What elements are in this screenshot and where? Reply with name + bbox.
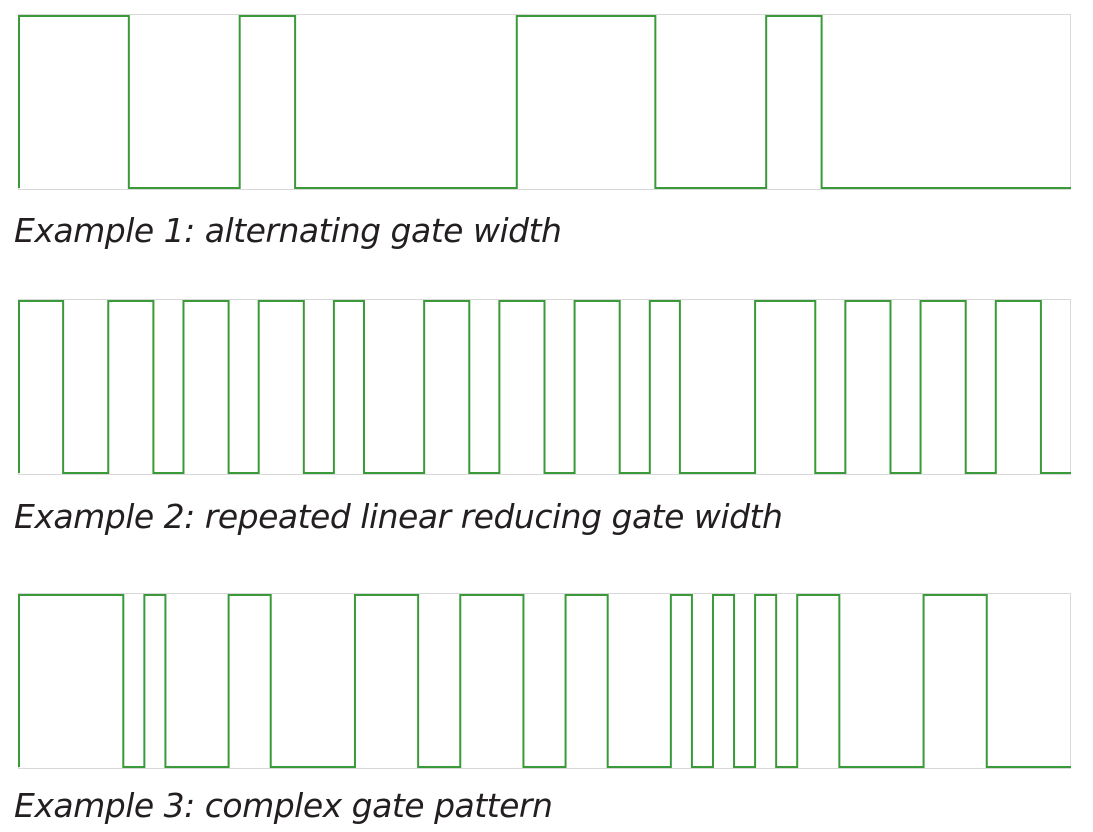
gate-waveform-1 <box>18 14 1071 190</box>
gate-waveform-2 <box>18 299 1071 475</box>
gate-signal-line-3 <box>18 594 1071 768</box>
gate-waveform-3 <box>18 593 1071 769</box>
gate-waveform-2-svg <box>18 300 1071 474</box>
gate-signal-line-2 <box>18 300 1071 474</box>
example-1-caption: Example 1: alternating gate width <box>14 211 562 250</box>
gate-waveform-1-svg <box>18 15 1071 189</box>
example-2-caption: Example 2: repeated linear reducing gate… <box>14 497 783 536</box>
gate-waveform-3-svg <box>18 594 1071 768</box>
example-3-caption: Example 3: complex gate pattern <box>14 786 553 825</box>
gate-signal-line-1 <box>18 15 1071 189</box>
